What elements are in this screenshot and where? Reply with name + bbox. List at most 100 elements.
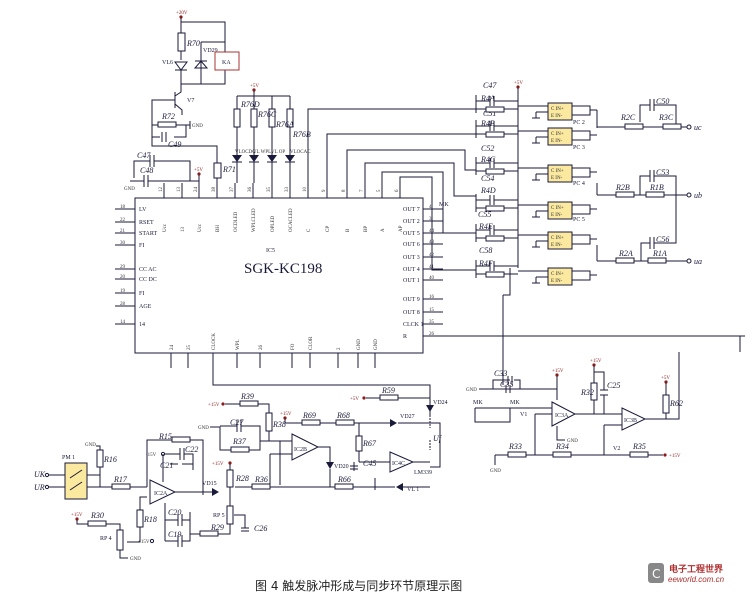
label-c58: C58 [479, 246, 492, 255]
label-gnd: GND [124, 187, 135, 192]
pin-label: 14 [139, 322, 145, 328]
terminal [516, 85, 520, 89]
label-c22: C22 [185, 445, 198, 454]
opto-wiring [518, 204, 597, 218]
wire [130, 155, 199, 187]
label-c20: C20 [168, 508, 181, 517]
label-c25: C25 [607, 381, 620, 390]
label-ic3a: IC3A [555, 413, 569, 419]
component-body [171, 436, 191, 443]
pin-label: OUT 9 [403, 297, 420, 303]
pin-number: 30 [120, 241, 126, 246]
wire [161, 132, 167, 142]
label-pc4: PC 4 [573, 181, 585, 187]
component-body [230, 446, 250, 453]
label-v7: V7 [187, 98, 194, 104]
label-gnd: GND [490, 469, 501, 474]
pin-label: BP [364, 226, 369, 232]
label-v2: V2 [613, 446, 620, 452]
wire [284, 419, 441, 468]
wire [130, 439, 204, 510]
pin-label: OUT 8 [403, 310, 420, 316]
wire [494, 454, 663, 465]
label-r38: R38 [272, 420, 286, 429]
component-body [226, 469, 234, 488]
component-body [379, 394, 399, 401]
label-r4b1: R4B [480, 119, 495, 128]
pin-number: 16 [429, 295, 435, 300]
label-c45: C45 [363, 459, 376, 468]
pin-label: AP [399, 225, 404, 232]
label-r1a: R1A [652, 249, 667, 258]
pin-label: OUT 3 [403, 255, 420, 261]
pin-label: FI [139, 291, 144, 297]
label-c54: C54 [481, 174, 494, 183]
label-r76c: R76C [257, 110, 277, 119]
wire [390, 419, 397, 427]
terminal [228, 461, 232, 465]
label-c47a: C47 [137, 151, 151, 160]
terminal [362, 396, 366, 400]
wire [479, 376, 521, 393]
label-ic2a: IC2A [154, 491, 168, 497]
pin-number: 8 [342, 189, 347, 192]
pin-label: OUT 1 [403, 278, 420, 284]
label-r4a: R4A [480, 94, 495, 103]
pin-label: CLOCK [212, 333, 217, 350]
label-v5: +5V [661, 376, 670, 381]
wire [225, 403, 270, 441]
wire [180, 18, 226, 85]
wire [210, 420, 280, 451]
pin-number: 15 [429, 308, 435, 313]
label-rp4: RP 4 [100, 536, 112, 542]
opto-wiring [518, 270, 597, 284]
pin-label: 24 [170, 345, 175, 351]
ic5-chip: IC5 SGK-KC198 [134, 197, 424, 354]
pin-number: 4 [429, 205, 432, 210]
opto-pin-label: E IN- [551, 114, 563, 119]
pin-label: LV [139, 207, 147, 213]
component-body [286, 108, 294, 128]
component-body [335, 419, 355, 426]
label-v5: +5V [194, 168, 203, 173]
component-body [136, 509, 144, 528]
terminal [179, 15, 183, 19]
pin-number: 40 [429, 276, 435, 281]
label-c47: C47 [483, 81, 497, 90]
terminal [197, 172, 201, 176]
pin-number: 24 [194, 187, 199, 193]
label-vl_wpl: VL WPL [253, 150, 271, 155]
pin-number: 22 [120, 218, 126, 223]
component-body [268, 108, 276, 128]
label-v15: +15V [280, 412, 292, 417]
opto-pin-label: C IN+ [551, 169, 564, 174]
label-c53: C53 [656, 168, 669, 177]
opto-pin-label: C IN+ [551, 107, 564, 112]
opto-pin-label: E IN- [551, 213, 563, 218]
diode-vd29-icon [193, 60, 209, 69]
wire [474, 401, 608, 455]
pin-number: 28 [120, 302, 126, 307]
pin-label: Ucc [198, 223, 203, 232]
reset-wire [423, 335, 745, 352]
label-c27: C27 [230, 418, 244, 427]
label-c49: C49 [168, 140, 181, 149]
label-ub: ub [694, 191, 702, 200]
label-v15: +15V [208, 403, 220, 408]
component-body [629, 451, 649, 458]
ic5-pins: 12Ucc131324Ucc38BH37OCDLED36WPLCLED35OPL… [115, 183, 443, 368]
component-body [624, 123, 644, 130]
wire [69, 469, 83, 491]
component-body [648, 563, 664, 583]
pin-label: OCDLED [234, 211, 239, 232]
label-vl6: VL6 [162, 60, 173, 66]
wire [149, 479, 217, 505]
label-mk2: MK [510, 400, 520, 406]
label-vd15: VD15 [202, 481, 217, 487]
label-r71: R71 [222, 165, 236, 174]
opto-pin-label: E IN- [551, 243, 563, 248]
component-body [662, 123, 682, 130]
opto-pin-label: C IN+ [551, 206, 564, 211]
